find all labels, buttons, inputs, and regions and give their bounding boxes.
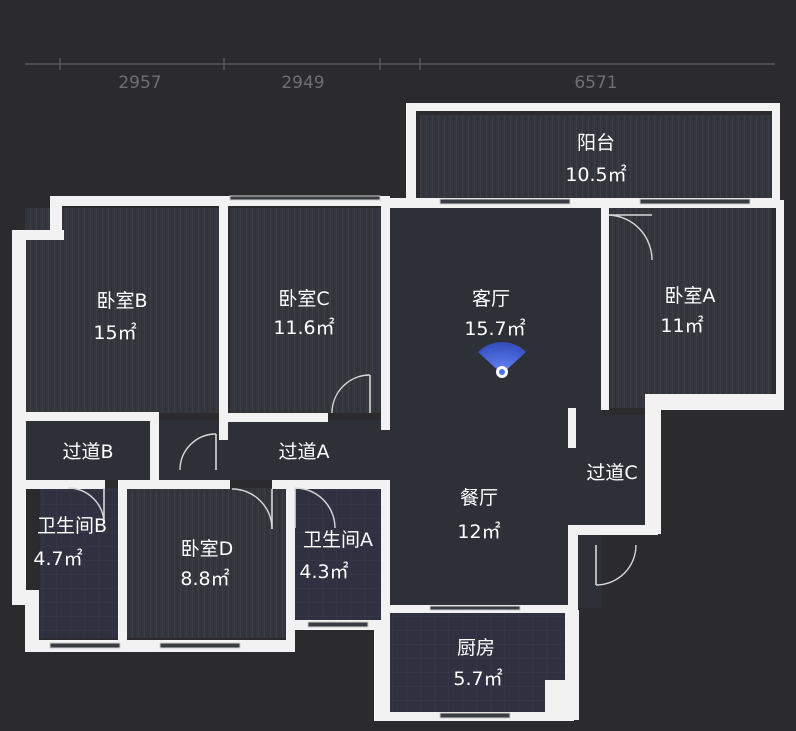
- bedroom-d-name: 卧室D: [181, 538, 234, 560]
- bath-b-name: 卫生间B: [37, 515, 107, 537]
- balcony-area: 10.5㎡: [565, 163, 626, 186]
- living-floor: [390, 208, 602, 608]
- dimension-bar: 2957 2949 6571: [25, 58, 775, 93]
- living-name: 客厅: [472, 288, 510, 310]
- bedroom-a-floor: [610, 208, 772, 408]
- hall-a-name: 过道A: [279, 441, 330, 463]
- kitchen-area: 5.7㎡: [453, 667, 502, 690]
- bedroom-b-name: 卧室B: [96, 290, 147, 312]
- hall-c-floor: [575, 415, 645, 530]
- bedroom-b-area: 15㎡: [93, 321, 136, 344]
- dimension-label-1: 2957: [118, 73, 161, 93]
- bedroom-a-name: 卧室A: [665, 285, 716, 307]
- bath-a-floor: [295, 488, 383, 620]
- dining-name: 餐厅: [460, 487, 498, 509]
- kitchen-floor: [390, 612, 565, 712]
- bedroom-d-floor: [127, 488, 287, 638]
- hall-b-name: 过道B: [62, 441, 113, 463]
- bedroom-b-floor: [25, 208, 220, 413]
- hall-a-floor: [150, 420, 390, 480]
- hall-c-name: 过道C: [586, 462, 637, 484]
- doors: [67, 214, 653, 586]
- camera-view-icon[interactable]: [478, 342, 526, 378]
- balcony-floor: [420, 115, 772, 200]
- windows: [49, 195, 751, 719]
- dimension-label-2: 2949: [281, 73, 324, 93]
- room-labels: 阳台 10.5㎡ 卧室B 15㎡ 卧室C 11.6㎡ 客厅 15.7㎡ 卧室A …: [33, 132, 715, 690]
- bedroom-c-name: 卧室C: [278, 288, 329, 310]
- bath-b-floor: [40, 488, 118, 638]
- bath-b-area: 4.7㎡: [33, 547, 82, 570]
- bath-a-area: 4.3㎡: [299, 560, 348, 583]
- bedroom-d-area: 8.8㎡: [180, 567, 229, 590]
- dimension-label-3: 6571: [574, 73, 617, 93]
- dining-area: 12㎡: [457, 520, 500, 543]
- living-area: 15.7㎡: [464, 317, 525, 340]
- floors: [25, 115, 772, 712]
- hall-b-floor: [25, 420, 150, 480]
- balcony-name: 阳台: [577, 132, 615, 154]
- kitchen-name: 厨房: [457, 637, 495, 659]
- bedroom-c-area: 11.6㎡: [273, 316, 334, 339]
- bedroom-a-area: 11㎡: [660, 314, 703, 337]
- bedroom-c-floor: [230, 208, 383, 413]
- bath-a-name: 卫生间A: [303, 529, 373, 551]
